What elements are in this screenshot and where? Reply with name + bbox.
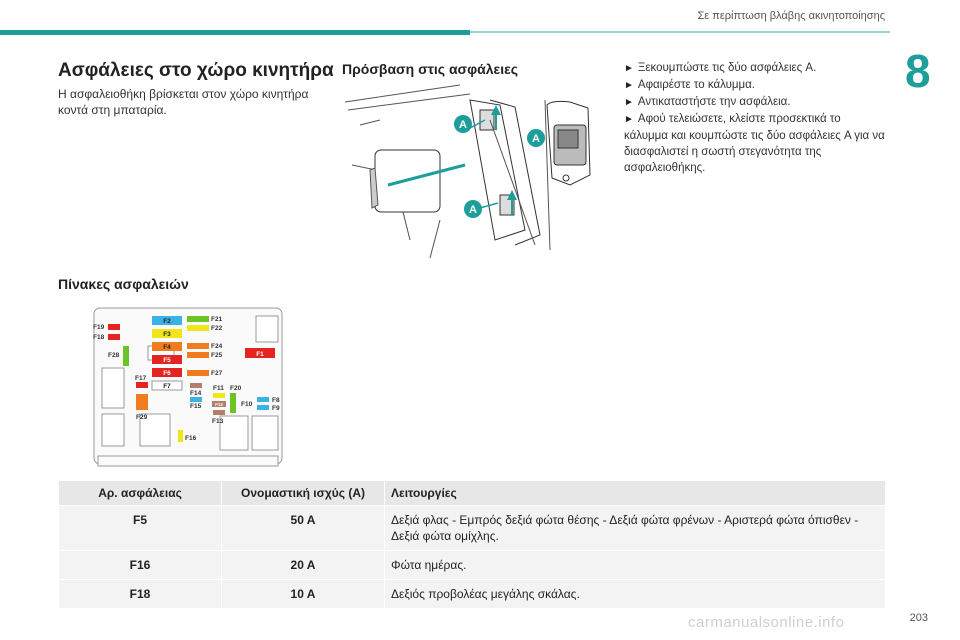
arrow-bullet-icon: ► xyxy=(624,63,634,74)
function-cell: Δεξιά φλας - Εμπρός δεξιά φώτα θέσης - Δ… xyxy=(384,505,886,551)
running-title: Σε περίπτωση βλάβης ακινητοποίησης xyxy=(697,10,886,22)
fuse-label-f12: F12 xyxy=(215,402,223,407)
svg-text:A: A xyxy=(459,119,467,131)
fuse-label-f5: F5 xyxy=(163,357,171,364)
fuse-label-f21: F21 xyxy=(211,316,223,323)
fuse-label-f27: F27 xyxy=(211,370,223,377)
fuse-label-f22: F22 xyxy=(211,325,223,332)
fuse-number-cell: F18 xyxy=(58,579,222,609)
fuse-label-f13: F13 xyxy=(212,418,224,425)
fuse-label-f6: F6 xyxy=(163,370,171,377)
page-number: 203 xyxy=(909,612,928,624)
fuse-label-f10: F10 xyxy=(241,401,253,408)
table-row: F5 50 A Δεξιά φλας - Εμπρός δεξιά φώτα θ… xyxy=(58,505,886,551)
fuse-label-f18: F18 xyxy=(93,334,105,341)
instruction-list: ►Ξεκουμπώστε τις δύο ασφάλειες A. ►Αφαιρ… xyxy=(624,60,886,176)
table-row: F16 20 A Φώτα ημέρας. xyxy=(58,550,886,580)
table-header-row: Αρ. ασφάλειας Ονομαστική ισχύς (A) Λειτο… xyxy=(58,480,886,506)
instruction-item: ►Ξεκουμπώστε τις δύο ασφάλειες A. xyxy=(624,62,817,74)
rating-cell: 20 A xyxy=(221,550,385,580)
instruction-item: ►Αντικαταστήστε την ασφάλεια. xyxy=(624,96,791,108)
fuse-panel-diagram: F19 F18 F28 F2 F3 F4 F5 F6 F7 F17 F21 F2… xyxy=(93,307,283,467)
column-header: Λειτουργίες xyxy=(384,480,886,506)
marker-a-top xyxy=(454,115,472,133)
fuse-table: Αρ. ασφάλειας Ονομαστική ισχύς (A) Λειτο… xyxy=(58,480,886,609)
fuse-label-f9: F9 xyxy=(272,405,280,412)
fuse-label-f20: F20 xyxy=(230,385,242,392)
fuse-label-f15: F15 xyxy=(190,403,202,410)
arrow-bullet-icon: ► xyxy=(624,97,634,108)
marker-a-bottom xyxy=(464,200,482,218)
fuse-label-f17: F17 xyxy=(135,375,147,382)
fuse-label-f3: F3 xyxy=(163,331,171,338)
fuse-label-f25: F25 xyxy=(211,352,223,359)
fuse-label-f19: F19 xyxy=(93,324,105,331)
chapter-number: 8 xyxy=(905,45,931,97)
column-header: Ονομαστική ισχύς (A) xyxy=(221,480,385,506)
fuse-number-cell: F5 xyxy=(58,505,222,551)
fuse-label-f4: F4 xyxy=(163,344,171,351)
fuse-label-f8: F8 xyxy=(272,397,280,404)
fuse-label-f1: F1 xyxy=(256,351,264,358)
arrow-bullet-icon: ► xyxy=(624,114,634,125)
fuse-label-f24: F24 xyxy=(211,343,223,350)
svg-text:A: A xyxy=(469,204,477,216)
fuse-label-f28: F28 xyxy=(108,352,120,359)
function-cell: Δεξιός προβολέας μεγάλης σκάλας. xyxy=(384,579,886,609)
fuse-number-cell: F16 xyxy=(58,550,222,580)
rating-cell: 10 A xyxy=(221,579,385,609)
header-thin-bar xyxy=(470,31,890,33)
instruction-item: ►Αφού τελειώσετε, κλείστε προσεκτικά το … xyxy=(624,113,885,174)
instruction-item: ►Αφαιρέστε το κάλυμμα. xyxy=(624,79,755,91)
column-header: Αρ. ασφάλειας xyxy=(58,480,222,506)
rating-cell: 50 A xyxy=(221,505,385,551)
marker-a-detail xyxy=(527,129,545,147)
intro-text: Η ασφαλειοθήκη βρίσκεται στον χώρο κινητ… xyxy=(58,87,309,117)
fuse-label-f11: F11 xyxy=(213,385,224,392)
function-cell: Φώτα ημέρας. xyxy=(384,550,886,580)
fuse-label-f2: F2 xyxy=(163,318,171,325)
panels-title: Πίνακες ασφαλειών xyxy=(58,276,189,292)
watermark: carmanualsonline.info xyxy=(688,614,845,631)
fuse-label-f14: F14 xyxy=(190,390,202,397)
fuse-label-f29: F29 xyxy=(136,414,148,421)
access-title: Πρόσβαση στις ασφάλειες xyxy=(342,61,519,77)
fusebox-access-illustration: A A A xyxy=(344,84,591,259)
table-row: F18 10 A Δεξιός προβολέας μεγάλης σκάλας… xyxy=(58,579,886,609)
arrow-bullet-icon: ► xyxy=(624,80,634,91)
header-accent-bar xyxy=(0,30,470,35)
section-title: Ασφάλειες στο χώρο κινητήρα xyxy=(58,60,334,81)
svg-text:A: A xyxy=(532,133,540,145)
fuse-label-f16: F16 xyxy=(185,435,197,442)
fuse-label-f7: F7 xyxy=(163,383,171,390)
